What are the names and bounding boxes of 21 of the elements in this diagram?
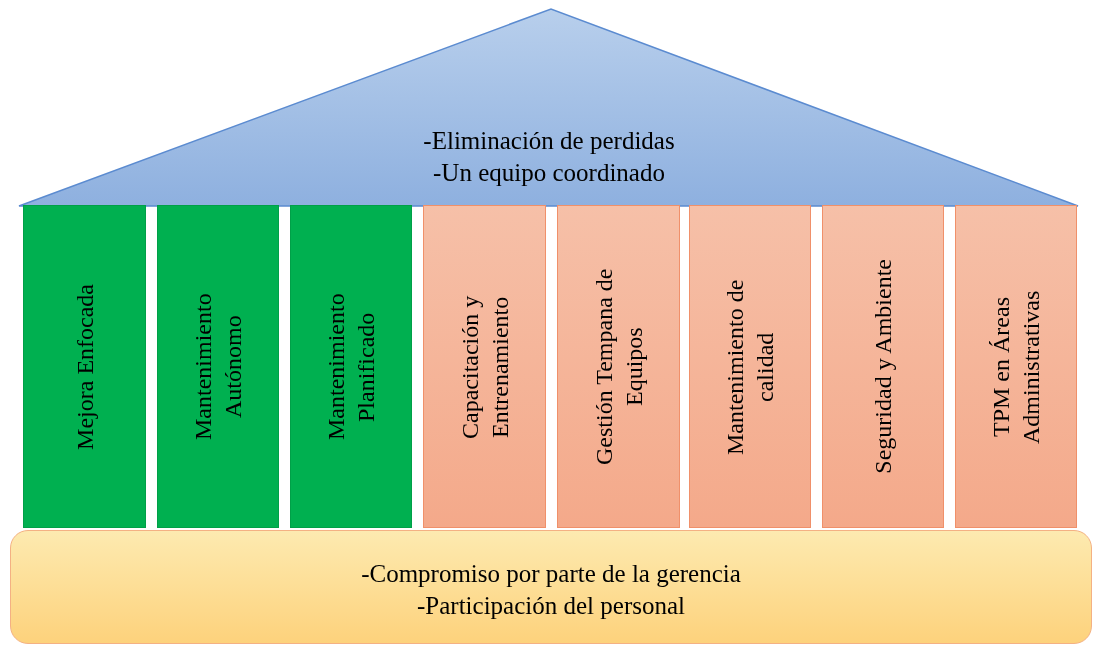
- pillar-box: [423, 205, 546, 528]
- pillar-label: Capacitación y Entrenamiento: [455, 293, 514, 441]
- pillar-box: [689, 205, 811, 528]
- pillar-label: Mejora Enfocada: [70, 283, 99, 450]
- roof-text: -Un equipo coordinado: [433, 158, 665, 188]
- pillar-box: [157, 205, 279, 528]
- roof-text: -Eliminación de perdidas: [423, 126, 675, 156]
- pillar-label: Mantenimiento Autónomo: [189, 292, 247, 442]
- pillar-label: Gestión Tempana de Equipos: [589, 267, 648, 467]
- pillar-label: TPM en Áreas Administrativas: [987, 288, 1045, 446]
- foundation-text: -Participación del personal: [417, 591, 685, 621]
- pillar-box: [822, 205, 944, 528]
- foundation-text: -Compromiso por parte de la gerencia: [361, 559, 741, 589]
- pillar-label: Seguridad y Ambiente: [869, 259, 897, 474]
- pillar-label: Mantenimiento de calidad: [721, 277, 779, 457]
- pillar-box: [557, 205, 680, 528]
- pillar-box: [23, 205, 146, 528]
- pillar-box: [955, 205, 1077, 528]
- pillar-label: Mantenimiento Planificado: [322, 292, 380, 442]
- pillar-box: [290, 205, 412, 528]
- foundation-band: [10, 530, 1092, 644]
